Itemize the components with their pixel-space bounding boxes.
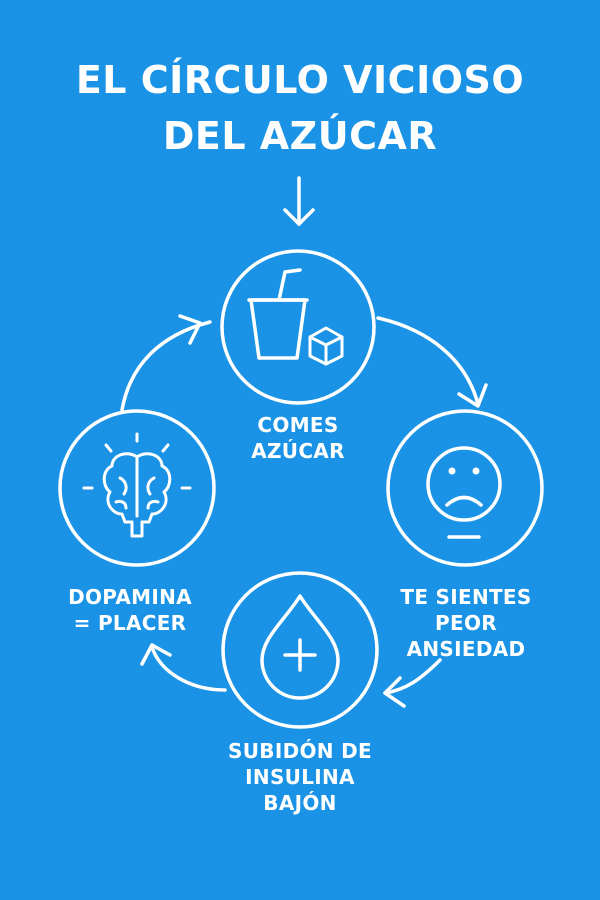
- step-label-line: = PLACER: [73, 611, 187, 635]
- step-label-line: COMES: [257, 413, 339, 437]
- step-label-comes-azucar: COMES AZÚCAR: [198, 412, 398, 464]
- step-circle-comes-azucar: [220, 249, 376, 405]
- step-label-line: PEOR: [435, 611, 497, 635]
- title-line-2: DEL AZÚCAR: [162, 114, 438, 158]
- step-label-te-sientes-peor: TE SIENTES PEOR ANSIEDAD: [376, 584, 556, 662]
- arrow-right-to-bottom: [383, 658, 442, 708]
- insulin-drop-icon: [260, 594, 340, 700]
- step-circle-subidon-insulina: [221, 571, 379, 729]
- step-label-line: TE SIENTES: [400, 585, 532, 609]
- step-circle-dopamina: [58, 409, 216, 567]
- page-title: EL CÍRCULO VICIOSO DEL AZÚCAR: [0, 52, 600, 164]
- sad-face-icon: [426, 446, 502, 539]
- title-line-1: EL CÍRCULO VICIOSO: [75, 58, 525, 102]
- drink-cup-sugar-cube-icon: [247, 268, 344, 366]
- step-label-line: AZÚCAR: [251, 439, 345, 463]
- step-circle-te-sientes-peor: [386, 409, 544, 567]
- arrow-bottom-to-left: [140, 643, 227, 692]
- step-label-dopamina: DOPAMINA = PLACER: [40, 584, 220, 636]
- step-label-subidon-insulina: SUBIDÓN DE INSULINA BAJÓN: [172, 738, 428, 816]
- step-label-line: SUBIDÓN DE: [228, 739, 372, 763]
- step-label-line: ANSIEDAD: [406, 637, 526, 661]
- brain-icon: [82, 432, 192, 538]
- step-label-line: DOPAMINA: [68, 585, 192, 609]
- entry-arrow: [283, 176, 315, 226]
- arrow-left-to-top: [120, 314, 212, 412]
- step-label-line: BAJÓN: [263, 791, 337, 815]
- step-label-line: INSULINA: [245, 765, 355, 789]
- arrow-top-to-right: [376, 316, 488, 408]
